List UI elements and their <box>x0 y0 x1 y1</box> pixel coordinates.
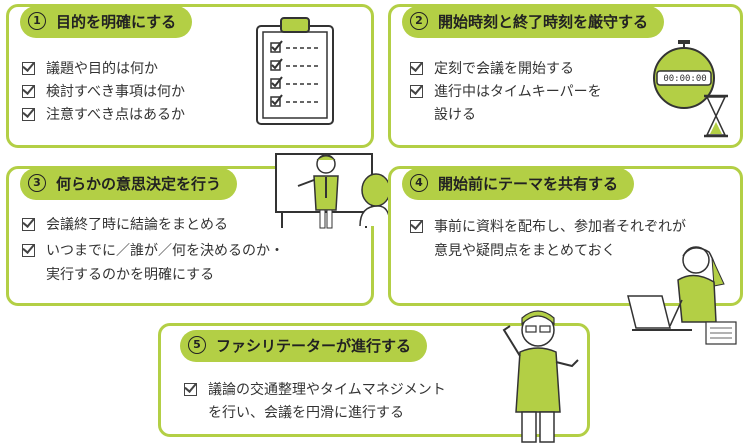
checkbox-icon <box>22 108 35 121</box>
number-badge: 2 <box>410 12 428 30</box>
facilitator-man-icon <box>502 310 579 443</box>
card-decision-title: 3 何らかの意思決定を行う <box>20 168 238 200</box>
checkbox-icon <box>22 85 35 98</box>
card-time-title: 2 開始時刻と終了時刻を厳守する <box>402 6 665 38</box>
listener-woman-icon <box>359 173 391 227</box>
checkbox-icon <box>22 62 35 75</box>
card-facilitator-title: 5 ファシリテーターが進行する <box>180 330 428 362</box>
checklist-item: 会議終了時に結論をまとめる <box>22 214 228 236</box>
checklist-item: 検討すべき事項は何か <box>22 81 185 103</box>
woman-with-laptop-icon <box>627 246 737 345</box>
checklist-item: 事前に資料を配布し、参加者それぞれが <box>410 216 686 238</box>
hourglass-icon <box>704 94 728 138</box>
stopwatch-display: 00:00:00 <box>663 74 707 84</box>
checkbox-icon <box>184 383 197 396</box>
presenter-at-whiteboard-icon <box>275 153 373 229</box>
number-badge: 4 <box>410 174 428 192</box>
checklist-item: 議論の交通整理やタイムマネジメント <box>184 379 446 401</box>
checklist-item: 定刻で会議を開始する <box>410 58 574 80</box>
checklist-item-continued: を行い、会議を円滑に進行する <box>208 405 404 421</box>
number-badge: 3 <box>28 174 46 192</box>
card-goal-title: 1 目的を明確にする <box>20 6 193 38</box>
clipboard-checklist-icon <box>256 17 334 125</box>
checklist-item: 議題や目的は何か <box>22 58 158 80</box>
checkbox-icon <box>410 62 423 75</box>
checklist-item-continued: 実行するのかを明確にする <box>46 267 215 283</box>
checklist-item: 進行中はタイムキーパーを <box>410 81 602 103</box>
checkbox-icon <box>22 218 35 231</box>
card-share-theme-title: 4 開始前にテーマを共有する <box>402 168 635 200</box>
number-badge: 5 <box>188 336 206 354</box>
checkbox-icon <box>22 244 35 257</box>
checklist-item: いつまでに／誰が／何を決めるのか・ <box>22 240 284 262</box>
checkbox-icon <box>410 85 423 98</box>
checkbox-icon <box>410 220 423 233</box>
checklist-item-continued: 設ける <box>434 107 476 123</box>
number-badge: 1 <box>28 12 46 30</box>
checklist-item: 注意すべき点はあるか <box>22 104 185 126</box>
stopwatch-icon <box>653 40 715 109</box>
checklist-item-continued: 意見や疑問点をまとめておく <box>434 243 616 259</box>
